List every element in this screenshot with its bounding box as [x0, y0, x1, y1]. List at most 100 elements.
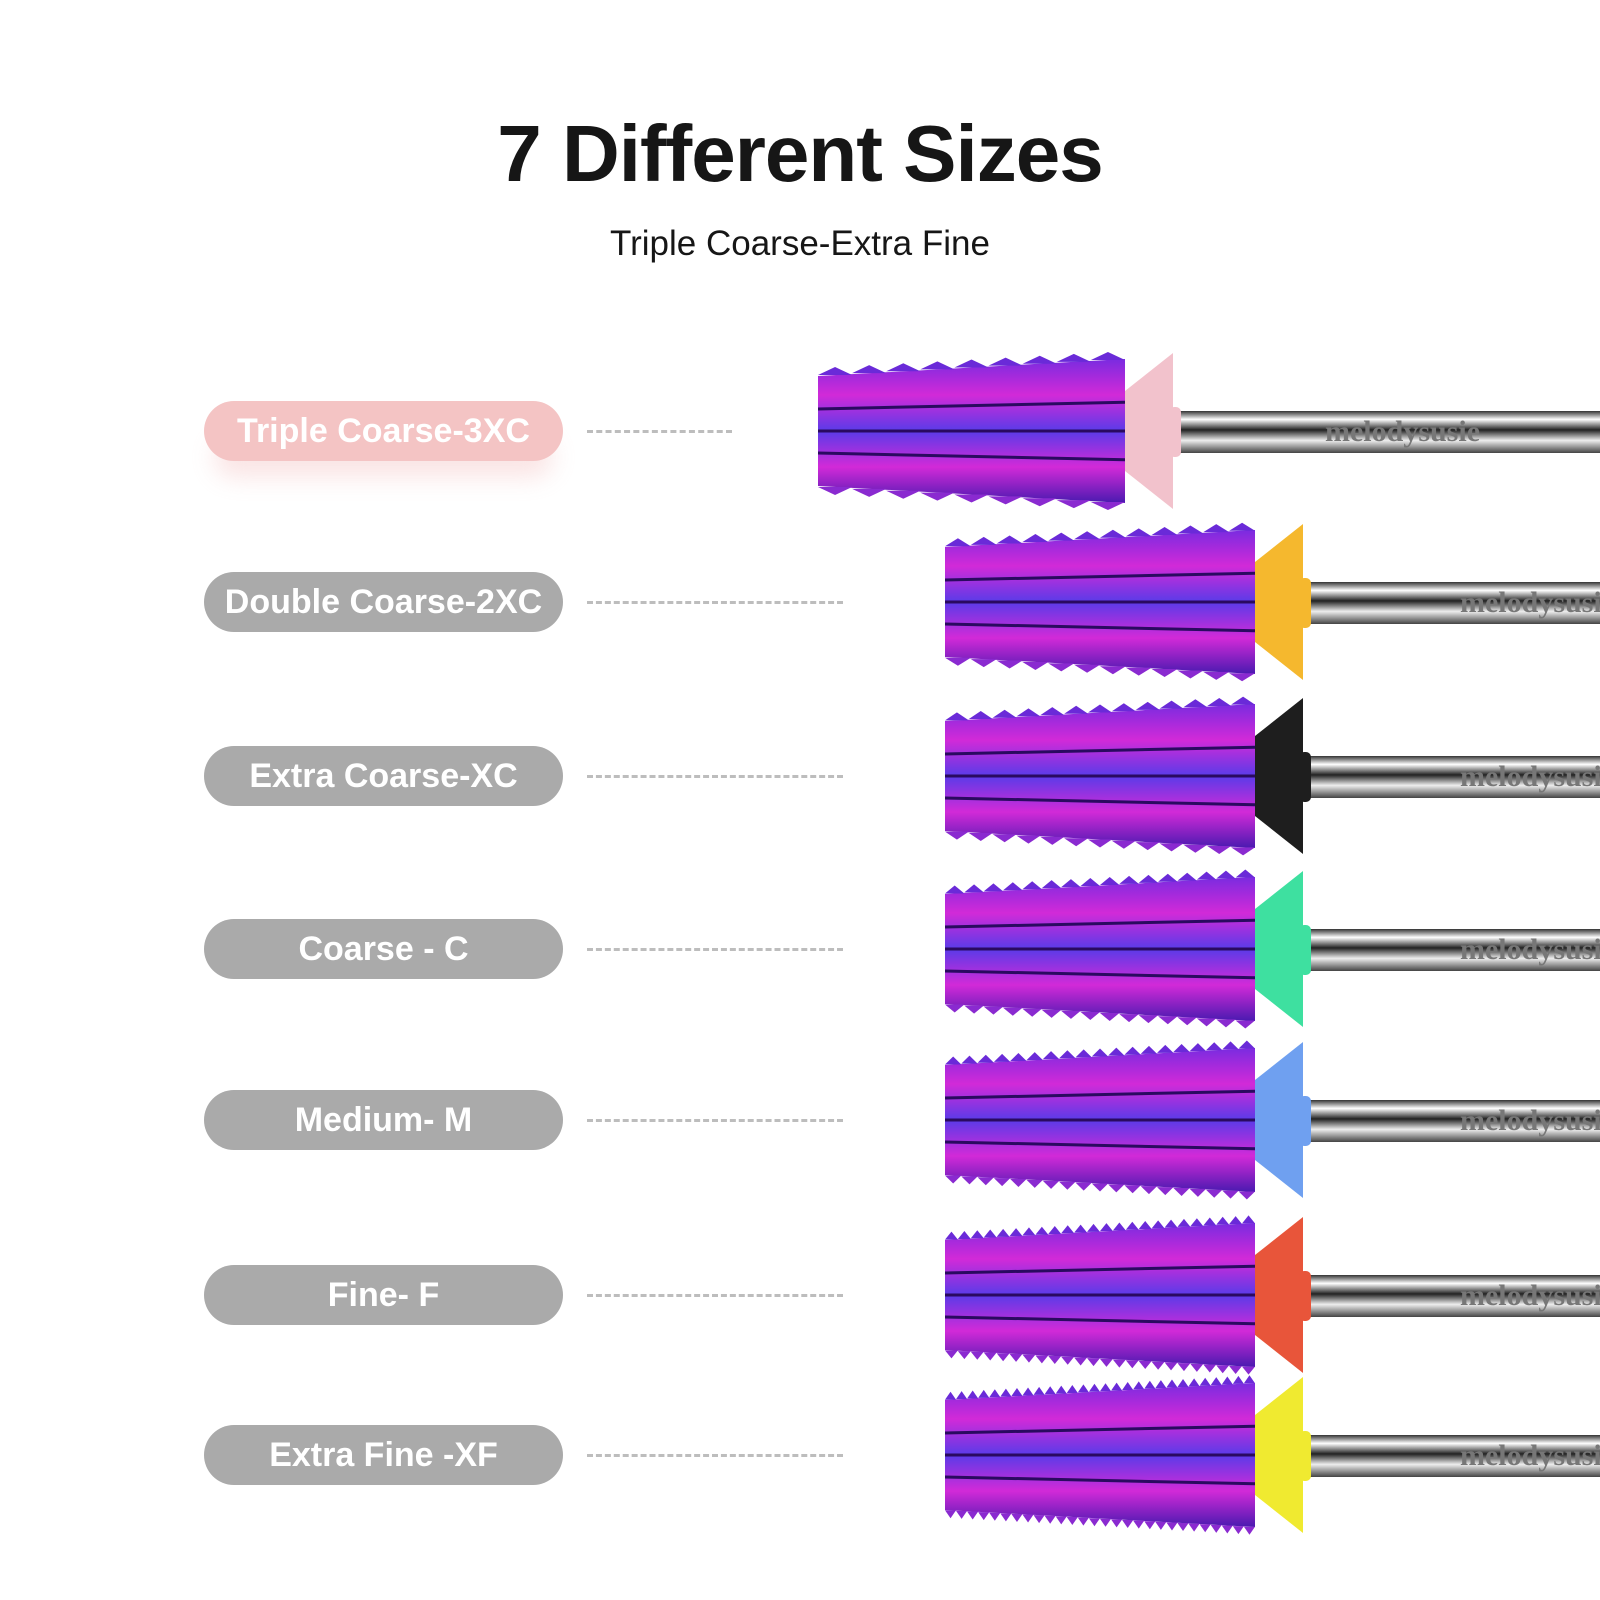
bit-tooth: [1064, 838, 1089, 847]
bit-tooth: [988, 496, 1023, 505]
size-row: Double Coarse-2XC: [0, 527, 1600, 677]
bit-tooth: [1243, 1375, 1255, 1384]
bit-tooth: [1056, 500, 1091, 509]
bit-tooth: [1010, 1179, 1027, 1188]
bit-tooth: [945, 831, 969, 840]
bit-tooth: [1159, 700, 1184, 709]
size-row: Triple Coarse-3XC: [0, 356, 1600, 506]
bit-tooth: [1135, 842, 1160, 851]
nail-drill-bit-image: melodysusie: [945, 1375, 1600, 1535]
bit-tooth: [945, 1350, 958, 1359]
bit-tooth: [1232, 1375, 1244, 1384]
bit-shank: [1310, 1435, 1600, 1477]
size-label-pill[interactable]: Coarse - C: [204, 919, 563, 979]
bit-tooth: [970, 659, 997, 668]
bit-tooth: [1164, 1362, 1178, 1371]
size-label-pill[interactable]: Double Coarse-2XC: [204, 572, 563, 632]
bit-tooth: [1177, 1017, 1197, 1026]
bit-tooth: [945, 1056, 962, 1065]
bit-tooth: [1100, 1223, 1113, 1232]
bit-tooth: [1048, 663, 1075, 672]
bit-shank: [1310, 1100, 1600, 1142]
bit-tooth: [1074, 1357, 1088, 1366]
bit-tooth: [1151, 669, 1178, 678]
bit-flute: [945, 1315, 1256, 1326]
bit-tooth: [989, 1512, 1001, 1521]
bit-tooth: [1151, 1220, 1165, 1229]
bit-tooth: [1125, 1360, 1139, 1369]
bit-tooth: [1056, 353, 1091, 362]
bit-tooth: [1048, 1356, 1062, 1365]
bit-tooth: [945, 1391, 957, 1400]
nail-drill-bit-image: melodysusie: [818, 351, 1600, 511]
bit-tooth: [970, 536, 997, 545]
nail-drill-bit-image: melodysusie: [945, 696, 1600, 856]
bit-tooth: [1196, 871, 1217, 880]
bit-tooth: [1177, 525, 1204, 534]
bit-flute: [945, 1264, 1256, 1275]
bit-flute: [945, 918, 1256, 929]
bit-tooth: [1135, 701, 1160, 710]
bit-tooth: [1235, 1020, 1255, 1029]
bit-tooth: [1009, 1353, 1023, 1362]
bit-tooth: [1042, 1051, 1060, 1060]
bit-tooth: [1074, 664, 1100, 673]
bit-collar: [1255, 698, 1303, 854]
bit-tooth: [1033, 1386, 1045, 1395]
bit-tooth: [1203, 1217, 1217, 1226]
bit-tooth: [1077, 1384, 1089, 1393]
bit-tooth: [1074, 531, 1100, 540]
bit-tooth: [1016, 708, 1041, 717]
bit-tooth: [1066, 1516, 1078, 1525]
size-label-pill[interactable]: Medium- M: [204, 1090, 563, 1150]
connector-line: [587, 775, 843, 778]
connector-line: [587, 601, 843, 604]
bit-tooth: [1157, 1044, 1174, 1053]
size-label-pill[interactable]: Extra Fine -XF: [204, 1425, 563, 1485]
bit-tooth: [1066, 1385, 1078, 1394]
bit-tooth: [1216, 1365, 1230, 1374]
bit-collar: [1255, 1377, 1303, 1533]
bit-tooth: [1009, 1228, 1023, 1237]
bit-tooth: [1088, 1383, 1100, 1392]
bit-collar: [1255, 524, 1303, 680]
bit-collar: [1255, 1042, 1303, 1198]
bit-tooth: [964, 884, 984, 893]
brand-engraving: melodysusie: [1460, 586, 1600, 619]
size-label-pill[interactable]: Extra Coarse-XC: [204, 746, 563, 806]
bit-tooth: [1232, 1526, 1244, 1535]
size-row: Coarse - C: [0, 874, 1600, 1024]
bit-tooth: [1206, 1189, 1223, 1198]
bit-tooth: [988, 357, 1023, 366]
bit-tooth: [945, 1004, 965, 1013]
bit-tooth: [852, 488, 887, 497]
bit-flute: [945, 1475, 1256, 1486]
bit-tooth: [920, 361, 955, 370]
size-label: Double Coarse-2XC: [224, 582, 543, 621]
bit-tooth: [1155, 1380, 1167, 1389]
bit-tooth: [1111, 1519, 1123, 1528]
bit-tooth: [954, 494, 989, 503]
size-label-pill[interactable]: Triple Coarse-3XC: [204, 401, 563, 461]
bit-tooth: [992, 709, 1017, 718]
bit-tooth: [1122, 1381, 1134, 1390]
bit-tooth: [1210, 1524, 1222, 1533]
bit-tooth: [1222, 1190, 1239, 1199]
bit-tooth: [967, 1511, 979, 1520]
bit-tooth: [920, 492, 955, 501]
bit-tooth: [1022, 881, 1042, 890]
size-row: Medium- M: [0, 1045, 1600, 1195]
bit-flute: [945, 745, 1256, 756]
bit-tooth: [1026, 1179, 1043, 1188]
bit-tooth: [1207, 697, 1232, 706]
bit-tooth: [1000, 1388, 1012, 1397]
bit-tooth: [1229, 673, 1255, 682]
bit-tooth: [1011, 1388, 1023, 1397]
size-label: Triple Coarse-3XC: [237, 411, 530, 450]
bit-tooth: [964, 1005, 984, 1014]
bit-tooth: [1189, 1188, 1207, 1197]
bit-tooth: [956, 1391, 968, 1400]
bit-tooth: [993, 1053, 1011, 1062]
bit-collar: [1125, 353, 1173, 509]
size-label-pill[interactable]: Fine- F: [204, 1265, 563, 1325]
